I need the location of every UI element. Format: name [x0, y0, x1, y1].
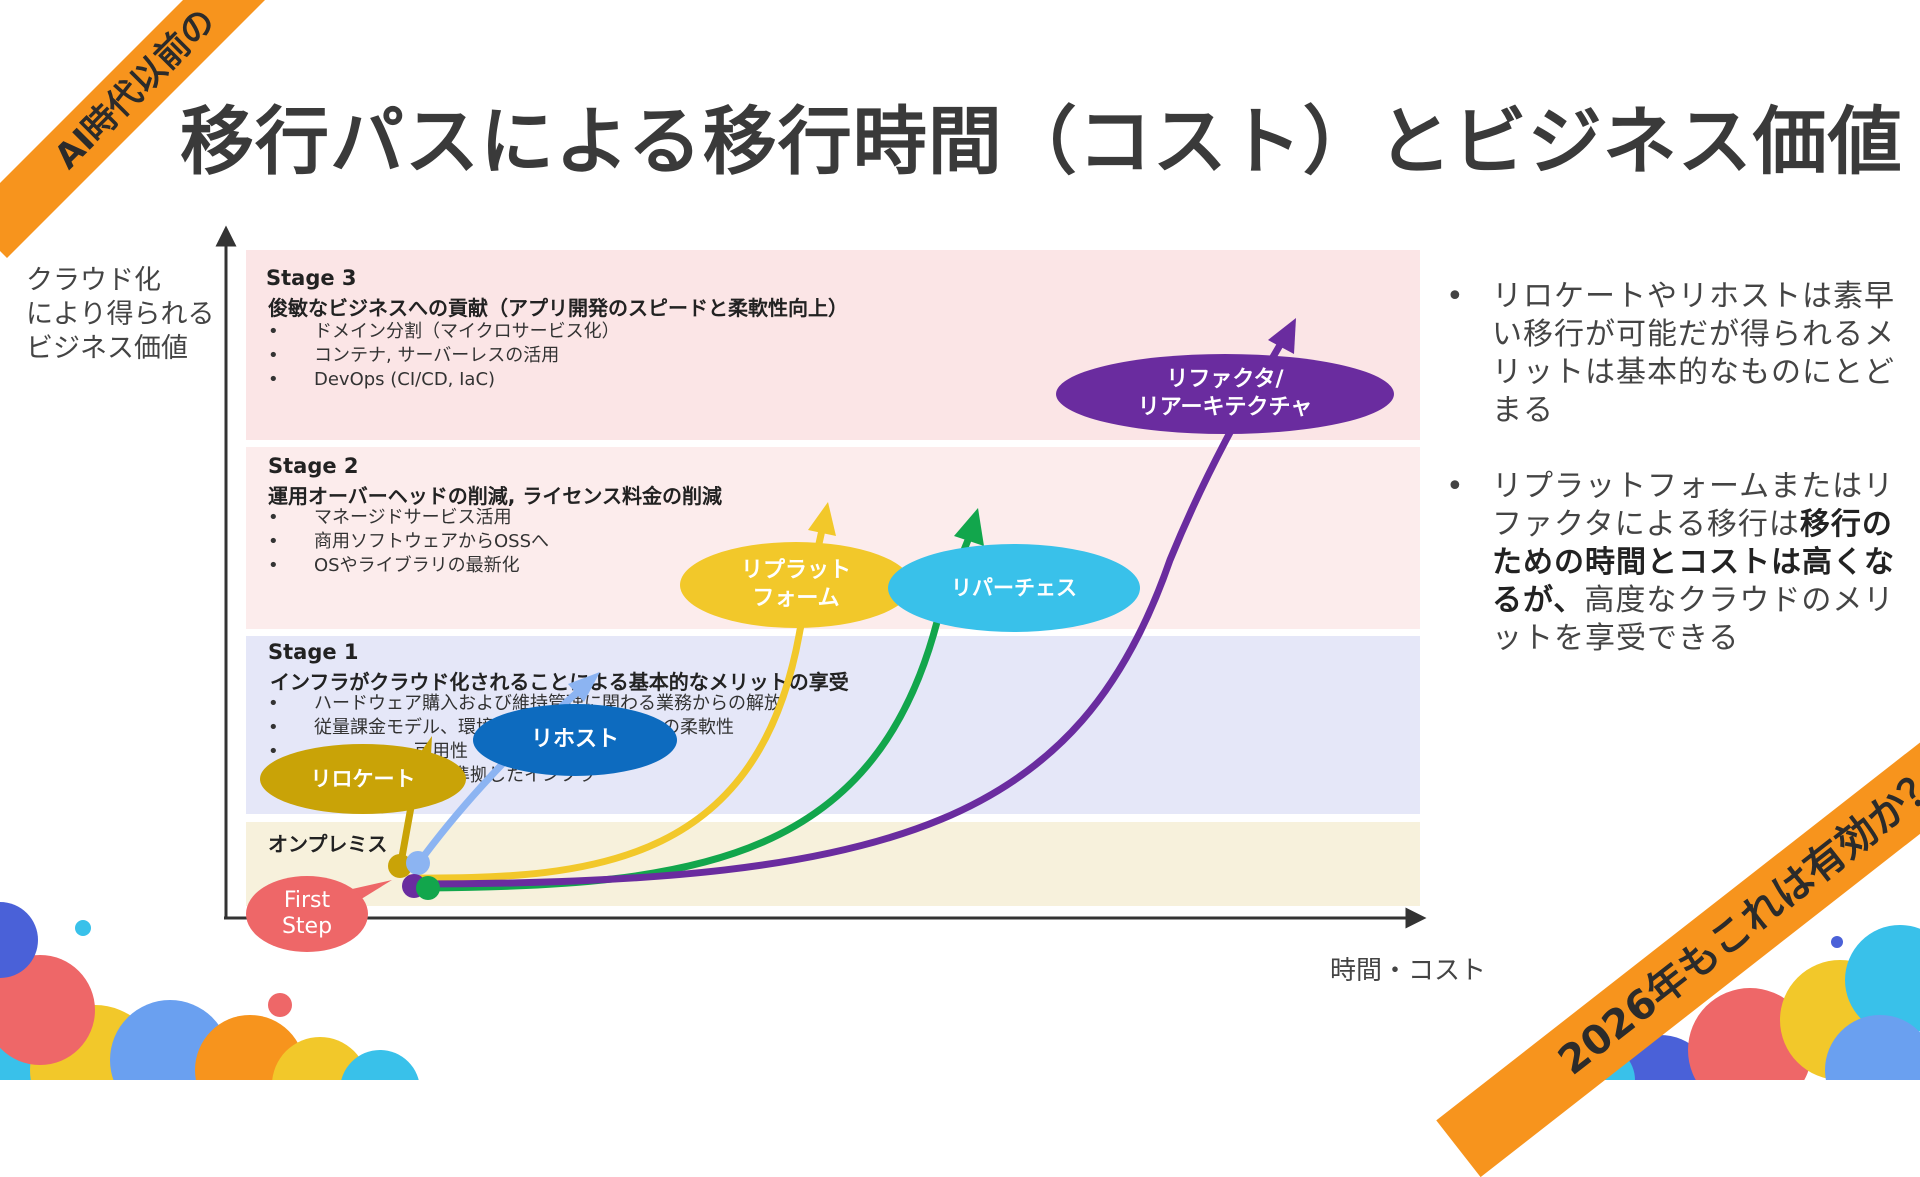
- refactor-label: リファクタ/ リアーキテクチャ: [1056, 354, 1394, 434]
- list-item: ハードウェア購入および維持管理に関わる業務からの解放: [268, 692, 782, 716]
- stage2-title: Stage 2: [268, 454, 359, 478]
- stage3-subtitle: 俊敏なビジネスへの貢献（アプリ開発のスピードと柔軟性向上）: [268, 296, 848, 320]
- y-axis-label: クラウド化 により得られる ビジネス価値: [26, 265, 215, 364]
- relocate-label: リロケート: [260, 744, 466, 814]
- repurchase-start-dot: [416, 876, 440, 900]
- decorative-blobs-right: [1565, 925, 1920, 1080]
- stage1-title: Stage 1: [268, 640, 359, 664]
- first-step-bubble: First Step: [246, 876, 368, 952]
- replatform-path-arrow: [406, 502, 836, 882]
- stage2-subtitle: 運用オーバーヘッドの削減, ライセンス料金の削減: [268, 484, 722, 508]
- rehost-start-dot: [406, 851, 430, 875]
- takeaway-text: リプラットフォームまたはリファクタによる移行は: [1492, 469, 1895, 542]
- list-item: ドメイン分割（マイクロサービス化）: [268, 320, 620, 344]
- x-axis-label: 時間・コスト: [1330, 956, 1487, 986]
- takeaway-bullets: リロケートやリホストは素早い移行が可能だが得られるメリットは基本的なものにとどま…: [1440, 278, 1900, 696]
- list-item: DevOps (CI/CD, IaC): [268, 368, 620, 392]
- takeaway-text: 高度なクラウドのメリットを享受できる: [1492, 583, 1895, 656]
- stage1-subtitle: インフラがクラウド化されることによる基本的なメリットの享受: [270, 670, 849, 694]
- takeaway-item: リロケートやリホストは素早い移行が可能だが得られるメリットは基本的なものにとどま…: [1440, 278, 1900, 430]
- stage3-bullets: ドメイン分割（マイクロサービス化） コンテナ, サーバーレスの活用 DevOps…: [268, 320, 620, 392]
- list-item: OSやライブラリの最新化: [268, 554, 549, 578]
- list-item: 商用ソフトウェアからOSSへ: [268, 530, 549, 554]
- slide-title: 移行パスによる移行時間（コスト）とビジネス価値: [180, 99, 1903, 185]
- list-item: マネージドサービス活用: [268, 506, 549, 530]
- stage3-title: Stage 3: [266, 266, 357, 290]
- repurchase-label: リパーチェス: [888, 544, 1140, 632]
- decorative-blobs-left: [0, 902, 419, 1080]
- relocate-start-dot: [388, 854, 412, 878]
- rehost-label: リホスト: [473, 704, 677, 776]
- list-item: コンテナ, サーバーレスの活用: [268, 344, 620, 368]
- replatform-label: リプラット フォーム: [680, 542, 912, 628]
- takeaway-emphasis: 移行のための時間とコストは高くなるが、: [1492, 507, 1895, 618]
- onprem-title: オンプレミス: [268, 832, 388, 856]
- takeaway-item: リプラットフォームまたはリファクタによる移行は移行のための時間とコストは高くなる…: [1440, 468, 1900, 658]
- stage2-bullets: マネージドサービス活用 商用ソフトウェアからOSSへ OSやライブラリの最新化: [268, 506, 549, 578]
